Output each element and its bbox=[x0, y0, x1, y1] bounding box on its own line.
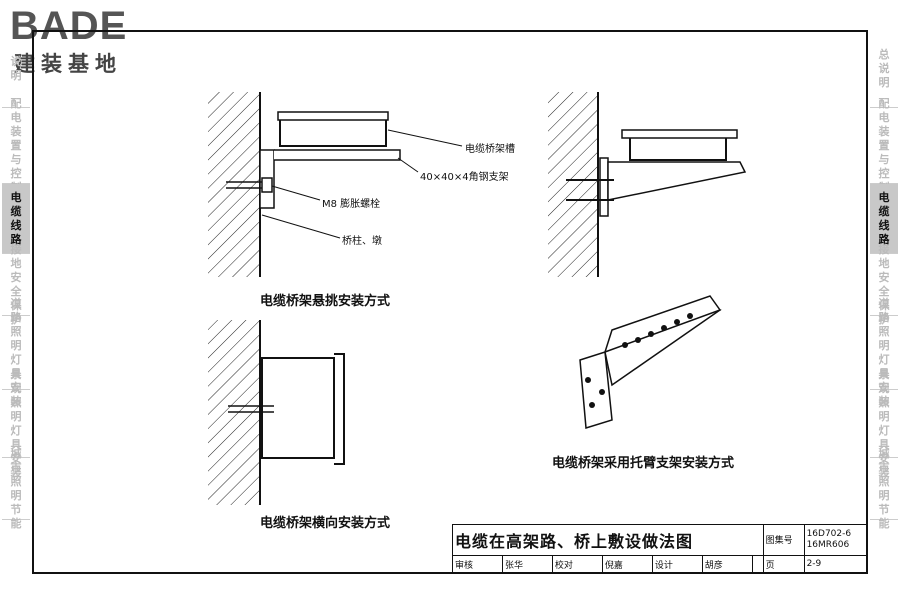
brand-logo: BADE 建装基地 bbox=[6, 4, 156, 76]
right-tab-3[interactable]: 接地安全保护 bbox=[870, 243, 898, 326]
right-tab-2[interactable]: 电缆线路 bbox=[870, 184, 898, 254]
left-tab-6[interactable]: 城市照明节能 bbox=[2, 447, 30, 530]
arm-bracket-2 bbox=[607, 161, 747, 201]
left-tab-label: 接地安全保护 bbox=[10, 242, 22, 326]
tray-cover-1 bbox=[277, 111, 389, 121]
page-number: 2-9 bbox=[803, 554, 869, 575]
right-tab-label: 电缆线路 bbox=[878, 190, 890, 246]
check-label: 校对 bbox=[551, 554, 603, 575]
leader-tray bbox=[387, 129, 463, 147]
right-tab-0[interactable]: 总说明 bbox=[870, 30, 898, 108]
leader-angle bbox=[397, 157, 419, 173]
tray-cover-2 bbox=[621, 129, 738, 139]
signature bbox=[751, 554, 764, 575]
anchor-bolt-1 bbox=[226, 177, 273, 193]
right-tab-5[interactable]: 景观照明灯具安装 bbox=[870, 368, 898, 479]
right-tab-label: 总说明 bbox=[878, 47, 890, 89]
drawing-frame bbox=[32, 30, 868, 574]
cantilever-detail bbox=[208, 92, 463, 277]
base-plate-1 bbox=[259, 149, 275, 209]
review-label: 审核 bbox=[452, 554, 503, 575]
cantilever-detail-alt bbox=[548, 92, 747, 277]
left-tab-label: 景观照明灯具安装 bbox=[10, 367, 22, 479]
drawing-title: 电缆在高架路、桥上敷设做法图 bbox=[452, 524, 764, 556]
atlas-label: 图集号 bbox=[762, 524, 805, 556]
right-tab-6[interactable]: 城市照明节能 bbox=[870, 447, 898, 530]
left-tab-label: 城市照明节能 bbox=[10, 446, 22, 530]
caption-bracket: 电缆桥架采用托臂支架安装方式 bbox=[552, 456, 735, 471]
leader-pier bbox=[261, 214, 341, 239]
left-tab-3[interactable]: 接地安全保护 bbox=[2, 243, 30, 326]
label-pier: 桥柱、墩 bbox=[342, 236, 382, 247]
caption-transverse: 电缆桥架横向安装方式 bbox=[260, 516, 391, 531]
left-tab-5[interactable]: 景观照明灯具安装 bbox=[2, 368, 30, 479]
right-tab-4[interactable]: 道路照明灯具安装 bbox=[870, 297, 898, 408]
atlas-number-1: 16D702-6 bbox=[806, 528, 852, 539]
bracket-base-plate bbox=[579, 351, 613, 429]
cable-tray-2 bbox=[629, 138, 727, 161]
anchor-bolt-3 bbox=[228, 405, 274, 413]
left-tab-label: 道路照明灯具安装 bbox=[10, 296, 22, 408]
anchor-bolts-2 bbox=[566, 179, 614, 201]
tray-frame-3 bbox=[261, 357, 335, 459]
bracket-perspective bbox=[579, 295, 722, 429]
bracket-slots bbox=[585, 313, 693, 408]
logo-sub-text: 建装基地 bbox=[14, 52, 122, 76]
left-tab-label: 说明 bbox=[10, 54, 22, 82]
review-name: 张华 bbox=[501, 554, 553, 575]
base-plate-2 bbox=[599, 157, 609, 217]
bracket-arm-top bbox=[603, 295, 722, 354]
label-expansion-bolt: M8 膨胀螺栓 bbox=[322, 199, 381, 210]
right-chapter-nav: 总说明配电装置与控制电缆线路接地安全保护道路照明灯具安装景观照明灯具安装城市照明… bbox=[870, 30, 898, 530]
transverse-detail bbox=[208, 320, 345, 505]
left-chapter-nav: 说明配电装置与控制电缆线路接地安全保护道路照明灯具安装景观照明灯具安装城市照明节… bbox=[2, 30, 30, 530]
concrete-wall-2 bbox=[548, 92, 598, 277]
right-tab-label: 城市照明节能 bbox=[878, 446, 890, 530]
cable-tray-1 bbox=[279, 118, 387, 147]
right-tab-label: 道路照明灯具安装 bbox=[878, 296, 890, 408]
caption-cantilever: 电缆桥架悬挑安装方式 bbox=[260, 294, 391, 309]
design-label: 设计 bbox=[651, 554, 703, 575]
left-tab-4[interactable]: 道路照明灯具安装 bbox=[2, 297, 30, 408]
angle-bracket-1 bbox=[274, 149, 401, 161]
right-tab-label: 接地安全保护 bbox=[878, 242, 890, 326]
tray-lip-3 bbox=[334, 353, 345, 465]
left-tab-0[interactable]: 说明 bbox=[2, 30, 30, 108]
label-angle-steel: 40×40×4角钢支架 bbox=[420, 172, 509, 183]
left-tab-2[interactable]: 电缆线路 bbox=[2, 184, 30, 254]
atlas-number: 16D702-6 16MR606 bbox=[803, 524, 869, 556]
logo-brand-text: BADE bbox=[10, 4, 128, 48]
leader-bolt bbox=[271, 185, 321, 201]
title-block: 电缆在高架路、桥上敷设做法图 图集号 16D702-6 16MR606 审核 张… bbox=[452, 524, 869, 575]
left-tab-label: 电缆线路 bbox=[10, 190, 22, 246]
atlas-number-2: 16MR606 bbox=[806, 539, 850, 550]
concrete-wall-1 bbox=[208, 92, 260, 277]
design-name: 胡彦 bbox=[701, 554, 753, 575]
label-cable-tray: 电缆桥架槽 bbox=[465, 144, 515, 155]
check-name: 倪嘉 bbox=[601, 554, 653, 575]
right-tab-label: 景观照明灯具安装 bbox=[878, 367, 890, 479]
page-label: 页 bbox=[762, 554, 805, 575]
